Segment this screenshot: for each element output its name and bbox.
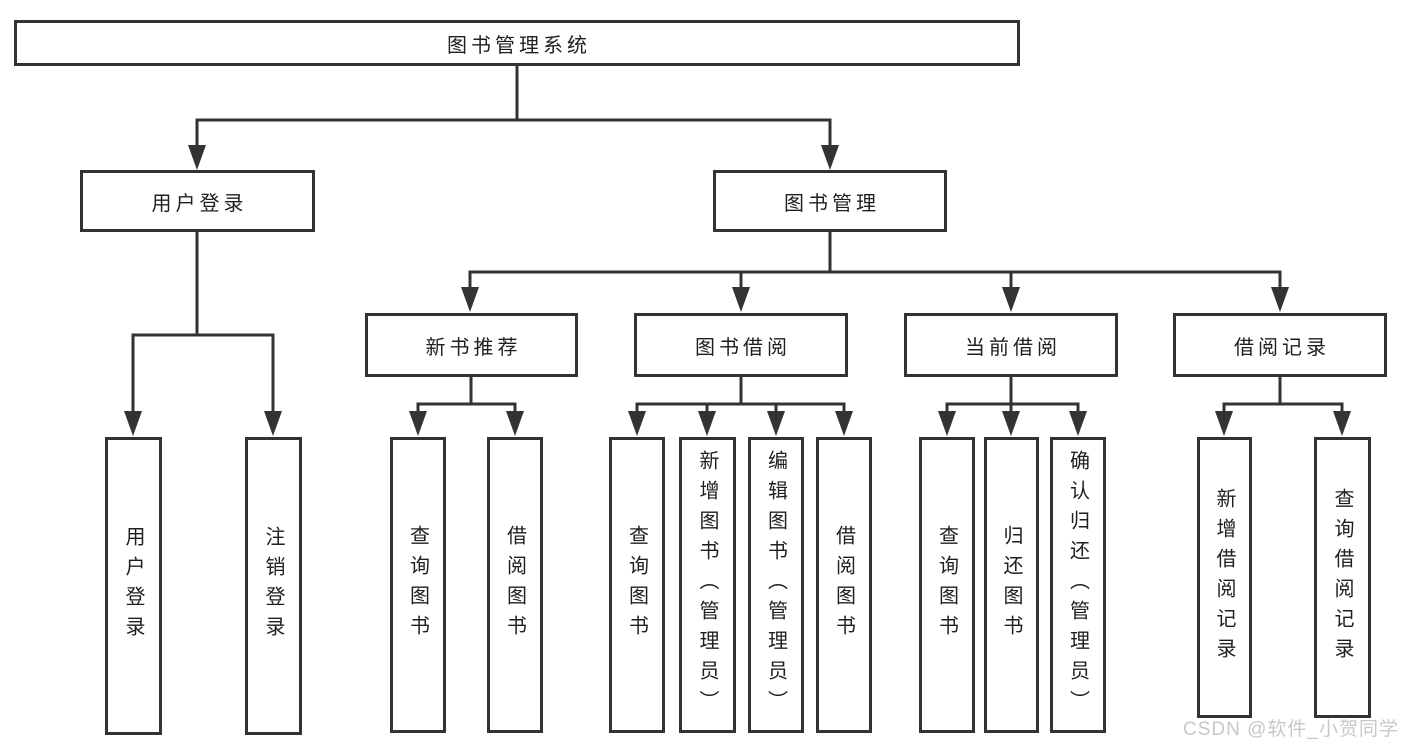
leaf-current-confirm-return-admin-label: 确认归还（管理员） <box>1066 450 1089 720</box>
node-current-borrow: 当前借阅 <box>904 313 1118 377</box>
leaf-borrow-query-books: 查询图书 <box>609 437 665 733</box>
node-root-label: 图书管理系统 <box>447 34 591 57</box>
leaf-records-add-record: 新增借阅记录 <box>1197 437 1252 718</box>
leaf-borrow-add-books-admin: 新增图书（管理员） <box>679 437 736 733</box>
node-current-borrow-label: 当前借阅 <box>965 336 1061 359</box>
leaf-borrow-edit-books-admin-label: 编辑图书（管理员） <box>764 450 787 720</box>
leaf-borrow-borrow-books: 借阅图书 <box>816 437 872 733</box>
node-user-login-label: 用户登录 <box>151 192 248 215</box>
leaf-recommend-borrow-books: 借阅图书 <box>487 437 543 733</box>
node-book-borrow: 图书借阅 <box>634 313 848 377</box>
node-borrow-records: 借阅记录 <box>1173 313 1387 377</box>
leaf-user-login: 用户登录 <box>105 437 162 735</box>
leaf-borrow-add-books-admin-label: 新增图书（管理员） <box>696 450 718 720</box>
leaf-logout-label: 注销登录 <box>262 526 284 646</box>
leaf-recommend-query-books: 查询图书 <box>390 437 446 733</box>
leaf-borrow-query-books-label: 查询图书 <box>625 525 648 645</box>
leaf-recommend-borrow-books-label: 借阅图书 <box>503 525 526 645</box>
node-borrow-records-label: 借阅记录 <box>1234 336 1330 359</box>
node-book-borrow-label: 图书借阅 <box>695 336 791 359</box>
leaf-current-confirm-return-admin: 确认归还（管理员） <box>1050 437 1106 733</box>
arrowhead-icons <box>124 145 1351 436</box>
leaf-logout: 注销登录 <box>245 437 302 735</box>
leaf-records-add-record-label: 新增借阅记录 <box>1213 487 1235 668</box>
connector-paths <box>131 66 1344 413</box>
csdn-watermark: CSDN @软件_小贺同学 <box>1183 719 1399 740</box>
node-new-book-recommend: 新书推荐 <box>365 313 578 377</box>
node-new-book-recommend-label: 新书推荐 <box>425 336 522 359</box>
leaf-user-login-label: 用户登录 <box>122 526 144 646</box>
node-user-login: 用户登录 <box>80 170 315 232</box>
leaf-recommend-query-books-label: 查询图书 <box>406 525 429 645</box>
leaf-records-query-record-label: 查询借阅记录 <box>1331 487 1353 668</box>
leaf-current-query-books-label: 查询图书 <box>935 525 958 645</box>
leaf-borrow-borrow-books-label: 借阅图书 <box>832 525 855 645</box>
node-book-management-label: 图书管理 <box>784 192 880 215</box>
leaf-current-return-books: 归还图书 <box>984 437 1039 733</box>
leaf-borrow-edit-books-admin: 编辑图书（管理员） <box>748 437 804 733</box>
leaf-current-return-books-label: 归还图书 <box>1000 525 1022 645</box>
node-root: 图书管理系统 <box>14 20 1020 66</box>
leaf-current-query-books: 查询图书 <box>919 437 975 733</box>
node-book-management: 图书管理 <box>713 170 947 232</box>
leaf-records-query-record: 查询借阅记录 <box>1314 437 1371 718</box>
